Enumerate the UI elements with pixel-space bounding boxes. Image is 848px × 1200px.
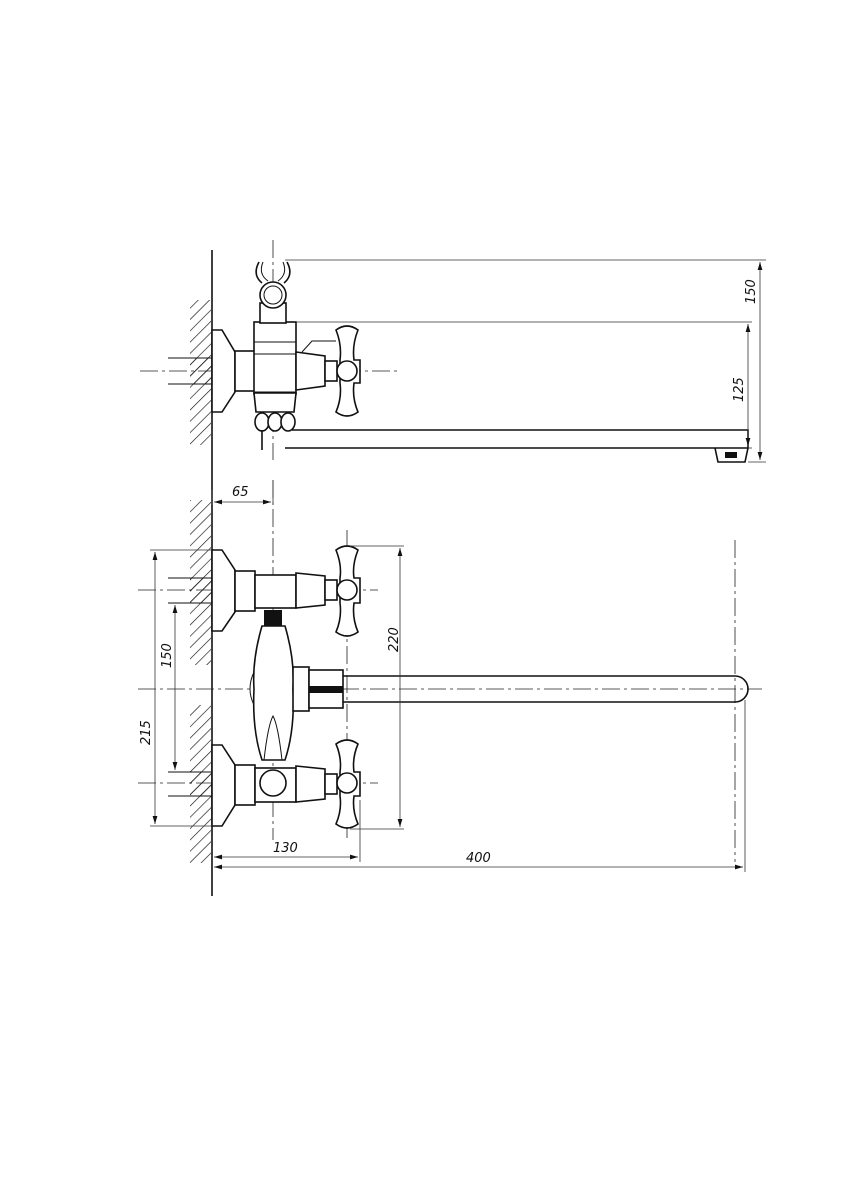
shower-holder: [259, 769, 287, 797]
knurl-nut: [254, 412, 296, 432]
top-view: 150 125: [140, 240, 766, 463]
hex-nut: [234, 350, 256, 392]
dim-label-150-front: 150: [160, 643, 175, 668]
upper-hex-nut: [234, 570, 256, 612]
dim-label-400: 400: [466, 851, 491, 866]
shower-holder-hook: [255, 261, 291, 284]
dim-label-65: 65: [232, 485, 249, 500]
dim-label-130: 130: [273, 841, 298, 856]
body-insert: [264, 610, 282, 626]
front-view: 65 215 150 220 130 400: [138, 480, 762, 872]
upper-flange: [211, 549, 236, 632]
spout: [285, 429, 749, 449]
dim-label-125: 125: [732, 377, 747, 402]
thread: [190, 358, 212, 384]
flange: [211, 329, 236, 413]
lower-hex-nut: [234, 764, 256, 806]
dim-label-150-top: 150: [744, 279, 759, 304]
mixer-body: [252, 625, 295, 761]
lower-flange: [211, 744, 236, 827]
dim-label-220: 220: [387, 627, 402, 652]
front-spout: [343, 675, 749, 703]
dim-label-215: 215: [139, 720, 154, 745]
valve-body: [253, 321, 297, 395]
